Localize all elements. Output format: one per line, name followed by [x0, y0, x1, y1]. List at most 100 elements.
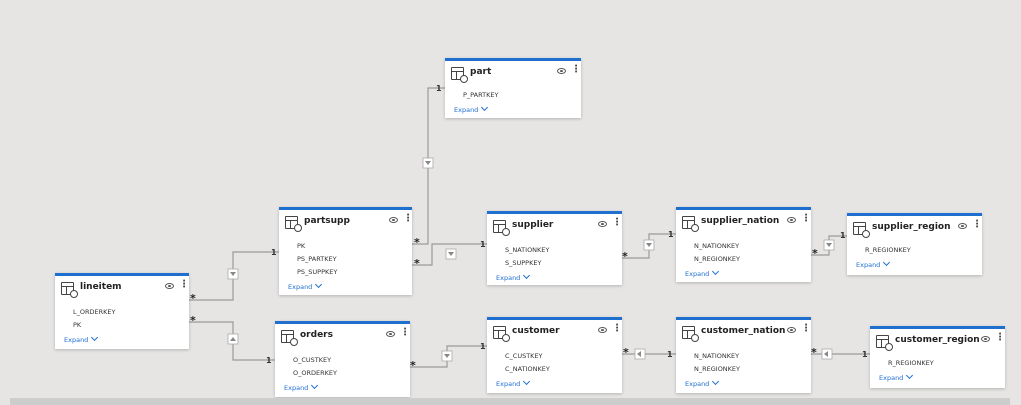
- cardinality-many: *: [410, 359, 416, 372]
- expand-button[interactable]: Expand: [676, 266, 811, 282]
- column-item[interactable]: N_REGIONKEY: [694, 255, 741, 263]
- horizontal-scrollbar[interactable]: [10, 398, 1010, 405]
- more-options-icon[interactable]: ⋮: [571, 64, 581, 75]
- table-header[interactable]: customer_nation ⋮: [676, 320, 811, 346]
- table-header[interactable]: orders ⋮: [275, 324, 410, 350]
- table-card-lineitem[interactable]: lineitem ⋮ L_ORDERKEY PK Expand: [55, 273, 189, 349]
- eye-icon[interactable]: [598, 221, 607, 227]
- more-options-icon[interactable]: ⋮: [612, 323, 622, 334]
- eye-icon[interactable]: [598, 327, 607, 333]
- more-options-icon[interactable]: ⋮: [801, 323, 811, 334]
- table-card-supplier-nation[interactable]: supplier_nation ⋮ N_NATIONKEY N_REGIONKE…: [676, 207, 811, 282]
- cardinality-many: *: [812, 247, 818, 260]
- table-card-orders[interactable]: orders ⋮ O_CUSTKEY O_ORDERKEY Expand: [275, 321, 410, 397]
- column-item[interactable]: N_REGIONKEY: [694, 365, 741, 373]
- column-item[interactable]: O_CUSTKEY: [293, 356, 332, 364]
- filter-direction-icon: [227, 333, 239, 345]
- cardinality-one: 1: [266, 356, 272, 365]
- chevron-down-icon: [481, 103, 489, 112]
- table-card-customer[interactable]: customer ⋮ C_CUSTKEY C_NATIONKEY Expand: [487, 317, 622, 393]
- eye-icon[interactable]: [787, 327, 796, 333]
- expand-button[interactable]: Expand: [279, 279, 412, 295]
- more-options-icon[interactable]: ⋮: [612, 217, 622, 228]
- chevron-down-icon: [883, 258, 891, 267]
- filter-direction-icon: [634, 348, 646, 360]
- expand-button[interactable]: Expand: [870, 370, 1005, 386]
- expand-label: Expand: [685, 270, 710, 278]
- expand-label: Expand: [496, 274, 521, 282]
- table-header[interactable]: supplier_region ⋮: [847, 216, 982, 242]
- filter-direction-icon: [643, 239, 655, 251]
- expand-button[interactable]: Expand: [676, 376, 811, 392]
- eye-icon[interactable]: [958, 223, 967, 229]
- expand-button[interactable]: Expand: [487, 376, 622, 392]
- cardinality-one: 1: [862, 350, 868, 359]
- more-options-icon[interactable]: ⋮: [179, 279, 189, 290]
- eye-icon[interactable]: [981, 336, 990, 342]
- table-card-partsupp[interactable]: partsupp ⋮ PK PS_PARTKEY PS_SUPPKEY Expa…: [279, 207, 413, 295]
- column-item[interactable]: N_NATIONKEY: [694, 352, 740, 360]
- eye-icon[interactable]: [787, 217, 796, 223]
- table-card-part[interactable]: part ⋮ P_PARTKEY Expand: [445, 58, 581, 118]
- chevron-down-icon: [315, 280, 323, 289]
- column-item[interactable]: S_SUPPKEY: [505, 259, 542, 267]
- table-header[interactable]: lineitem ⋮: [55, 276, 189, 302]
- expand-button[interactable]: Expand: [487, 270, 622, 286]
- table-header[interactable]: supplier ⋮: [487, 214, 622, 240]
- cardinality-one: 1: [668, 230, 674, 239]
- table-card-supplier[interactable]: supplier ⋮ S_NATIONKEY S_SUPPKEY Expand: [487, 211, 622, 285]
- column-item[interactable]: C_NATIONKEY: [505, 365, 550, 373]
- column-item[interactable]: P_PARTKEY: [463, 91, 499, 99]
- cardinality-one: 1: [480, 342, 486, 351]
- table-card-customer-region[interactable]: customer_region ⋮ R_REGIONKEY Expand: [870, 326, 1005, 388]
- column-item[interactable]: C_CUSTKEY: [505, 352, 543, 360]
- table-title: supplier_nation: [701, 216, 780, 226]
- eye-icon[interactable]: [389, 217, 398, 223]
- expand-label: Expand: [64, 336, 89, 344]
- more-options-icon[interactable]: ⋮: [995, 332, 1005, 343]
- table-title: customer: [512, 326, 560, 336]
- column-item[interactable]: PS_PARTKEY: [297, 255, 337, 263]
- more-options-icon[interactable]: ⋮: [972, 219, 982, 230]
- column-item[interactable]: L_ORDERKEY: [73, 308, 116, 316]
- column-item[interactable]: PS_SUPPKEY: [297, 268, 338, 276]
- table-title: partsupp: [304, 216, 350, 226]
- column-item[interactable]: PK: [297, 242, 306, 250]
- column-item[interactable]: R_REGIONKEY: [865, 246, 911, 254]
- more-options-icon[interactable]: ⋮: [801, 213, 811, 224]
- table-header[interactable]: part ⋮: [445, 61, 581, 87]
- expand-label: Expand: [284, 384, 309, 392]
- cardinality-one: 1: [436, 84, 442, 93]
- expand-button[interactable]: Expand: [445, 102, 581, 118]
- eye-icon[interactable]: [386, 331, 395, 337]
- expand-button[interactable]: Expand: [55, 332, 189, 348]
- expand-button[interactable]: Expand: [275, 380, 410, 396]
- expand-label: Expand: [685, 380, 710, 388]
- table-title: customer_nation: [701, 326, 786, 336]
- table-refresh-icon: [493, 220, 510, 236]
- filter-direction-icon: [422, 157, 434, 169]
- table-refresh-icon: [285, 216, 302, 232]
- column-item[interactable]: O_ORDERKEY: [293, 369, 337, 377]
- column-item[interactable]: R_REGIONKEY: [888, 359, 934, 367]
- more-options-icon[interactable]: ⋮: [400, 327, 410, 338]
- table-header[interactable]: customer_region ⋮: [870, 329, 1005, 355]
- cardinality-one: 1: [480, 240, 486, 249]
- chevron-down-icon: [712, 377, 720, 386]
- more-options-icon[interactable]: ⋮: [403, 213, 413, 224]
- column-item[interactable]: PK: [73, 321, 82, 329]
- chevron-down-icon: [523, 377, 531, 386]
- column-item[interactable]: S_NATIONKEY: [505, 246, 550, 254]
- cardinality-many: *: [414, 257, 420, 270]
- eye-icon[interactable]: [557, 68, 566, 74]
- table-card-supplier-region[interactable]: supplier_region ⋮ R_REGIONKEY Expand: [847, 213, 982, 275]
- column-item[interactable]: N_NATIONKEY: [694, 242, 740, 250]
- expand-button[interactable]: Expand: [847, 257, 982, 273]
- table-header[interactable]: customer ⋮: [487, 320, 622, 346]
- table-header[interactable]: partsupp ⋮: [279, 210, 413, 236]
- cardinality-many: *: [190, 314, 196, 327]
- table-card-customer-nation[interactable]: customer_nation ⋮ N_NATIONKEY N_REGIONKE…: [676, 317, 811, 393]
- eye-icon[interactable]: [165, 283, 174, 289]
- table-header[interactable]: supplier_nation ⋮: [676, 210, 811, 236]
